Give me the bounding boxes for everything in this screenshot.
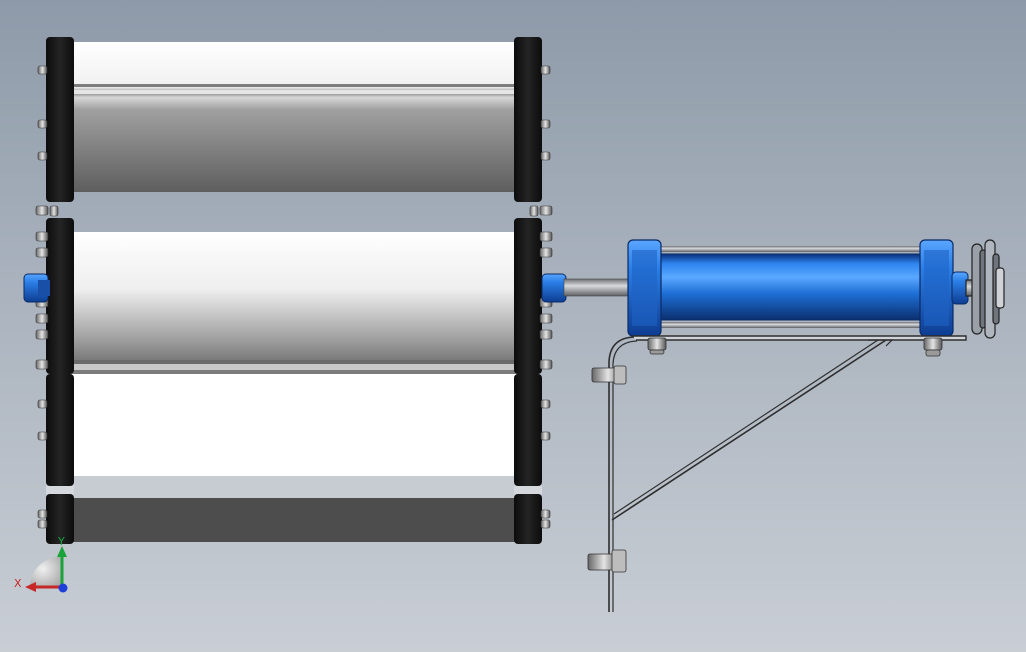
right-bearing-cap [541, 273, 567, 303]
top-roller[interactable] [72, 42, 516, 192]
left-frame-plate [46, 37, 74, 544]
view-orientation-triad[interactable]: Y X [14, 535, 68, 593]
v-belt-pulley[interactable] [965, 239, 1005, 339]
right-frame-plate [514, 37, 542, 544]
y-axis-label: Y [57, 535, 65, 548]
right-frame-bolts [529, 65, 553, 529]
bottom-roller[interactable] [72, 374, 516, 542]
bracket-bolts [587, 337, 943, 573]
roller-frame-assembly[interactable] [23, 37, 567, 544]
z-axis-dot [58, 583, 68, 593]
middle-roller[interactable] [72, 232, 516, 374]
x-axis-arrowhead [25, 582, 36, 592]
y-axis-arrowhead [57, 546, 67, 557]
left-bearing-cap [23, 273, 50, 303]
x-axis-label: X [14, 577, 22, 590]
support-bracket[interactable] [608, 335, 967, 612]
left-frame-bolts [35, 65, 59, 529]
shaft[interactable] [563, 278, 633, 297]
hydraulic-cylinder[interactable] [627, 239, 969, 337]
